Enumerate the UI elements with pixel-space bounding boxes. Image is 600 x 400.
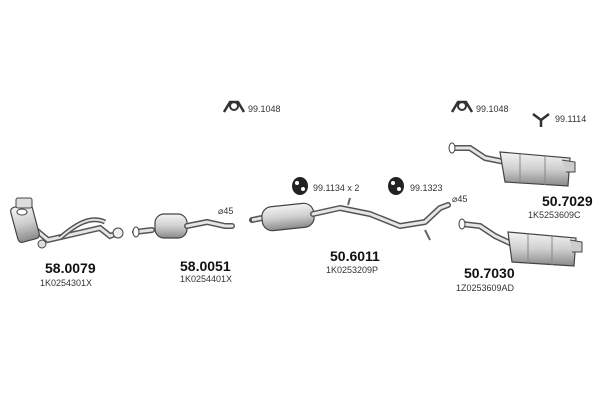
accessory-label-bracket: 99.1114 <box>555 114 587 124</box>
oe-number-centre-silencer: 1K0253209P <box>326 265 379 275</box>
bracket-icon <box>532 113 550 127</box>
diameter-label-1: ⌀45 <box>218 206 234 216</box>
part-number-rear-lower: 50.7030 <box>464 265 515 281</box>
catalytic-converter-front-pipe[interactable] <box>10 197 124 249</box>
accessory-label-clamp-2: 99.1048 <box>476 104 509 114</box>
accessory-label-mount-1: 99.1134 x 2 <box>313 183 360 193</box>
catalytic-converter[interactable] <box>132 213 235 239</box>
rubber-mount-icon-2 <box>388 177 404 195</box>
accessory-label-clamp-1: 99.1048 <box>248 104 281 114</box>
part-number-centre-silencer: 50.6011 <box>330 248 380 264</box>
rear-silencer-lower[interactable] <box>458 218 583 267</box>
accessory-label-mount-2: 99.1323 <box>410 183 443 193</box>
clamp-icon-1 <box>222 100 246 113</box>
oe-number-front-cat: 1K0254301X <box>40 278 93 288</box>
part-number-rear-upper: 50.7029 <box>542 193 593 209</box>
rear-silencer-upper[interactable] <box>448 142 576 187</box>
oe-number-rear-upper: 1K5253609C <box>528 210 581 220</box>
diameter-label-2: ⌀45 <box>452 194 468 204</box>
oe-number-cat: 1K0254401X <box>180 274 233 284</box>
part-number-cat: 58.0051 <box>180 258 231 274</box>
centre-silencer[interactable] <box>249 197 451 241</box>
oe-number-rear-lower: 1Z0253609AD <box>456 283 515 293</box>
rubber-mount-icon-1 <box>292 177 308 195</box>
part-number-front-cat: 58.0079 <box>45 260 96 276</box>
clamp-icon-2 <box>450 100 474 113</box>
